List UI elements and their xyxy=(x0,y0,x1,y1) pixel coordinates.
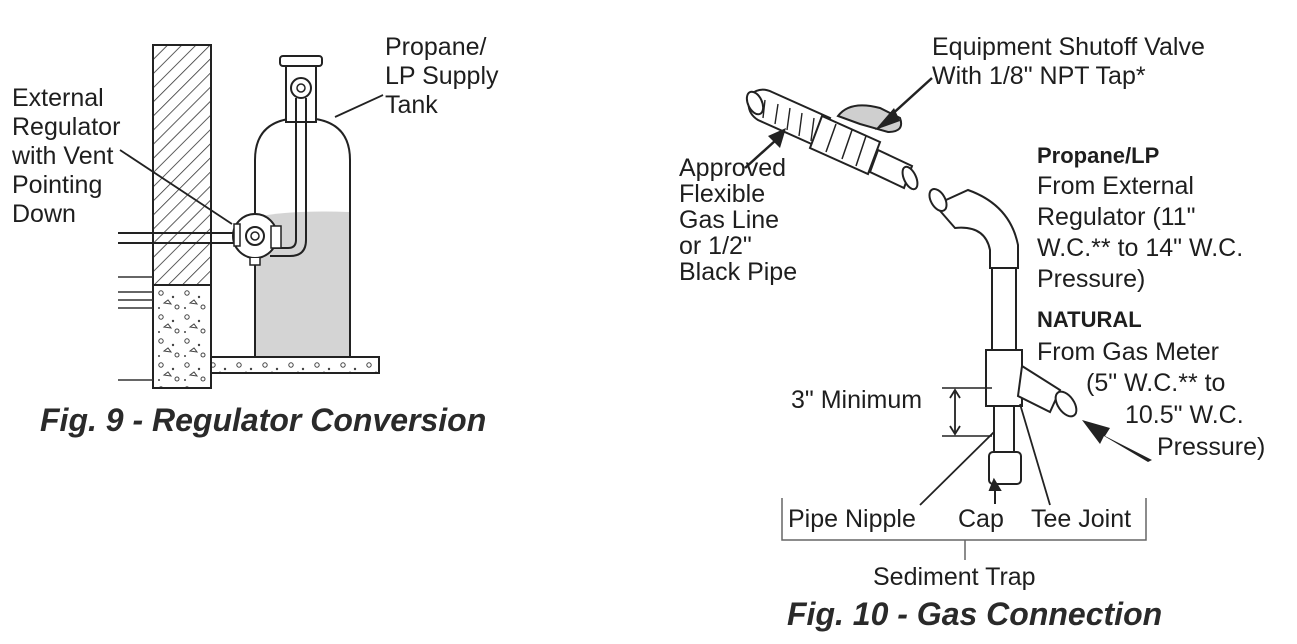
cap-arrow xyxy=(988,477,1002,504)
propane-supply-label: Propane/LP From External Regulator (11" … xyxy=(1037,140,1243,295)
wall xyxy=(152,44,212,286)
regulator-label-line: Down xyxy=(12,200,76,228)
shutoff-valve-label: Equipment Shutoff Valve With 1/8" NPT Ta… xyxy=(932,33,1205,91)
tank-leader-line xyxy=(334,94,384,118)
propane-text-line: W.C.** to 14" W.C. xyxy=(1037,234,1244,262)
flex-line-pointer-arrow xyxy=(744,139,777,169)
flex-line-label-line: or 1/2" xyxy=(679,232,752,260)
shutoff-valve-label-line: With 1/8" NPT Tap* xyxy=(932,62,1146,90)
regulator-leader-line xyxy=(119,149,233,225)
shutoff-valve-label-line: Equipment Shutoff Valve xyxy=(932,33,1205,61)
tee-joint-leader xyxy=(1019,403,1051,506)
cap xyxy=(988,451,1022,485)
propane-text-line: From External xyxy=(1037,172,1194,200)
propane-text-line: Pressure) xyxy=(1037,265,1146,293)
shutoff-arrowhead xyxy=(875,108,900,130)
natural-text-line: Pressure) xyxy=(1157,433,1266,461)
fig10-caption: Fig. 10 - Gas Connection xyxy=(787,596,1163,632)
gas-flow-arrow xyxy=(1082,420,1152,462)
regulator-label: External Regulator with Vent Pointing Do… xyxy=(12,84,120,229)
gas-supply-pipe xyxy=(928,188,1019,353)
regulator-label-line: with Vent xyxy=(12,142,114,170)
shutoff-valve xyxy=(808,104,919,191)
foundation xyxy=(118,276,212,389)
minimum-label: 3" Minimum xyxy=(791,386,923,414)
natural-text-line: 10.5" W.C. xyxy=(1125,401,1244,429)
natural-heading: NATURAL xyxy=(1037,307,1142,332)
tee-joint-label: Tee Joint xyxy=(1031,505,1132,533)
flex-line-label-line: Black Pipe xyxy=(679,258,798,286)
flex-line-label-line: Gas Line xyxy=(679,206,780,234)
pipe-nipple-leader xyxy=(919,431,995,506)
natural-text-line: (5" W.C.** to xyxy=(1086,369,1226,397)
pipe-nipple xyxy=(993,405,1015,455)
external-regulator xyxy=(232,213,282,266)
tee-joint xyxy=(985,349,1078,418)
sediment-trap-label: Sediment Trap xyxy=(873,563,1036,591)
regulator-label-line: Pointing xyxy=(12,171,103,199)
tank-label: Propane/ LP Supply Tank xyxy=(385,33,499,120)
propane-text-line: Regulator (11" xyxy=(1037,203,1196,231)
tank-label-line: Tank xyxy=(385,91,438,119)
minimum-dimension xyxy=(942,387,992,437)
pipe-nipple-label: Pipe Nipple xyxy=(788,505,916,533)
regulator-label-line: External xyxy=(12,84,104,112)
tank-to-regulator-pipe xyxy=(270,98,307,257)
natural-text-line: From Gas Meter xyxy=(1037,338,1219,366)
supply-pipe xyxy=(118,232,236,244)
tank-label-line: Propane/ xyxy=(385,33,487,61)
flex-line-label-line: Approved xyxy=(679,154,787,182)
regulator-label-line: Regulator xyxy=(12,113,121,141)
flex-line-arrowhead xyxy=(768,128,786,148)
fig9-caption: Fig. 9 - Regulator Conversion xyxy=(40,402,487,438)
flex-line-label-line: Flexible xyxy=(679,180,766,208)
cap-label: Cap xyxy=(958,505,1004,533)
tank-label-line: LP Supply xyxy=(385,62,499,90)
propane-heading: Propane/LP xyxy=(1037,143,1160,168)
flex-line-label: Approved Flexible Gas Line or 1/2" Black… xyxy=(679,155,797,285)
sediment-trap-bracket xyxy=(781,498,1147,560)
